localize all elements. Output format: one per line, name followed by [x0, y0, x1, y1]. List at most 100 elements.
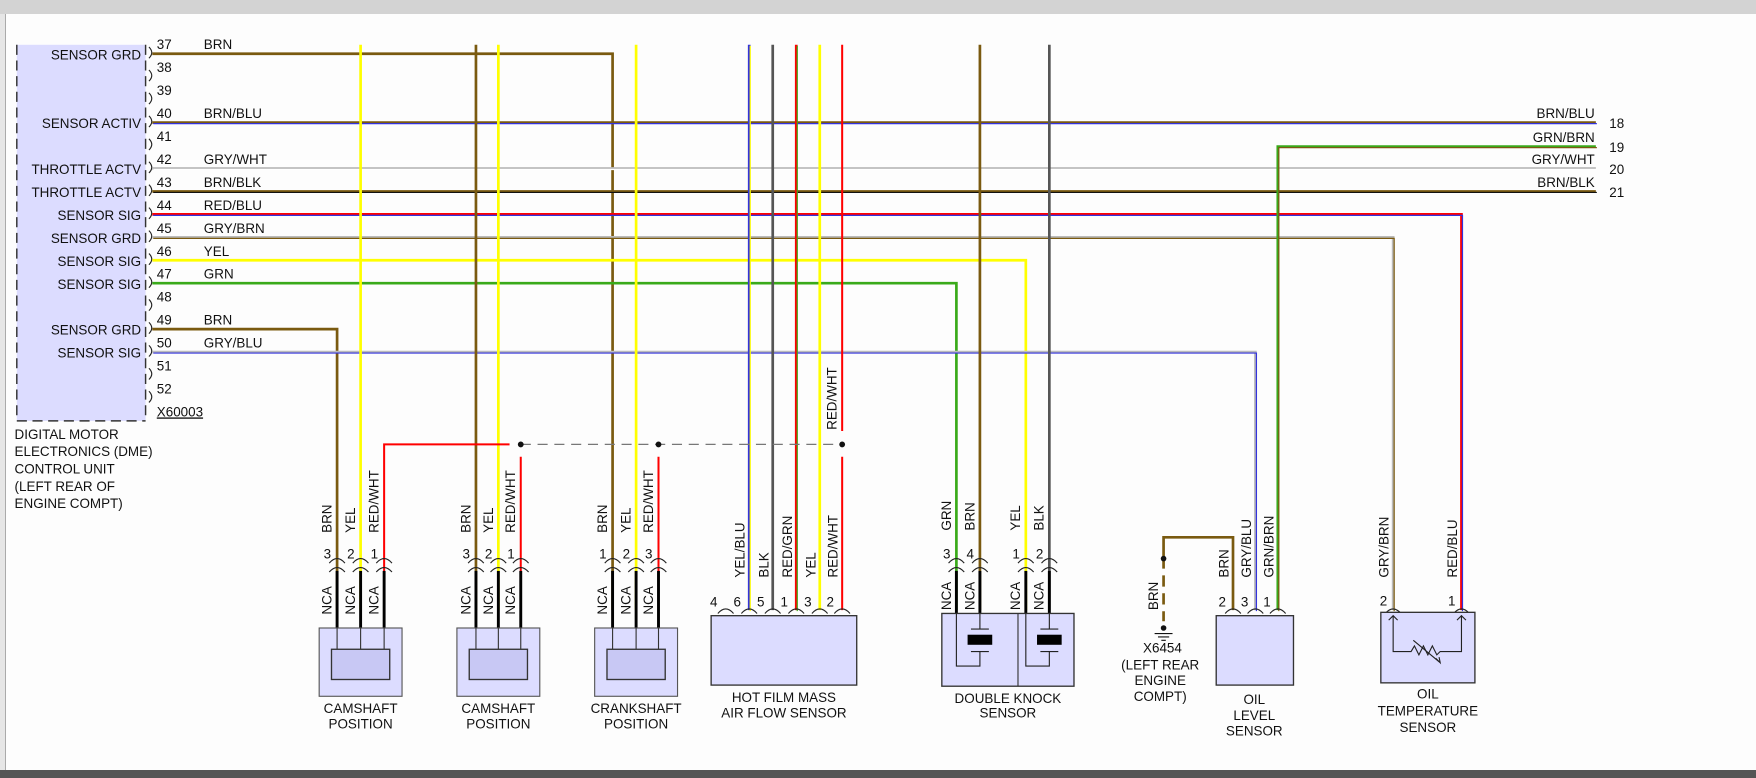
- pin-terminal-icon: [148, 321, 153, 334]
- connector-terminal-icon: [1017, 566, 1035, 573]
- wire-pin49-brn[interactable]: [152, 327, 339, 611]
- dme-pin-wire-color: GRY/WHT: [204, 152, 267, 167]
- connector-terminal-icon: [1041, 558, 1058, 564]
- pin-wire-label: BLK: [756, 552, 771, 577]
- pin-number: 4: [966, 547, 974, 562]
- offpage-wire-label: GRY/WHT: [1532, 152, 1595, 167]
- pin-wire-label: RED/WHT: [503, 470, 518, 533]
- pin-number: 5: [757, 595, 764, 610]
- connector-terminal-icon: [1269, 608, 1287, 614]
- connector-terminal-icon: [1017, 558, 1035, 564]
- connector-terminal-icon: [328, 558, 346, 564]
- wire-pin46-yel[interactable]: [152, 258, 1028, 611]
- pin-number: 1: [371, 547, 378, 562]
- pin-number: 2: [1380, 594, 1387, 609]
- dme-pin-number: 49: [157, 313, 172, 328]
- offpage-wire-label: BRN/BLK: [1537, 175, 1594, 190]
- wire-ground-brn[interactable]: [1162, 535, 1235, 611]
- connector-terminal-icon: [490, 566, 507, 573]
- dme-pin-number: 43: [157, 175, 172, 190]
- wire-pin47-grn[interactable]: [152, 281, 958, 611]
- dme-pin-number: 44: [157, 198, 172, 213]
- connector-terminal-icon: [604, 566, 621, 573]
- dme-pin-number: 38: [157, 60, 172, 75]
- wire-cam1-red-wht[interactable]: [383, 443, 510, 611]
- pin-nca-label: NCA: [1032, 582, 1047, 610]
- offpage-wire-label: BRN/BLU: [1537, 106, 1595, 121]
- pin-wire-label: YEL: [481, 507, 496, 533]
- pin-nca-label: NCA: [939, 582, 954, 610]
- pin-nca-label: NCA: [481, 586, 496, 614]
- wire-pin37-brn[interactable]: [152, 52, 614, 611]
- pin-wire-label: BRN: [458, 505, 473, 533]
- pin-nca-label: NCA: [962, 582, 977, 610]
- wire-grn-brn-19[interactable]: [1276, 145, 1597, 612]
- dme-pin-number: 42: [157, 152, 172, 167]
- pin-nca-label: NCA: [343, 586, 358, 614]
- pin-terminal-icon: [148, 46, 153, 59]
- pin-number: 3: [463, 547, 470, 562]
- wire-pin40-brn-blu[interactable]: [152, 121, 1597, 125]
- pin-wire-label: RED/GRN: [780, 516, 795, 578]
- ground-location: ENGINE: [1134, 673, 1186, 688]
- connector-terminal-icon: [787, 608, 805, 614]
- component-name: DOUBLE KNOCK: [955, 691, 1062, 706]
- ground-location: COMPT): [1134, 689, 1187, 704]
- pin-number: 3: [943, 547, 950, 562]
- dme-pin-wire-color: GRN: [204, 267, 234, 282]
- pin-wire-label: RED/WHT: [826, 515, 841, 578]
- pin-number: 3: [645, 547, 652, 562]
- wire-pin45-gry-brn[interactable]: [152, 235, 1395, 612]
- pin-wire-label: RED/WHT: [641, 470, 656, 533]
- dme-name-line: ELECTRONICS (DME): [15, 444, 153, 459]
- pin-wire-label: RED/BLU: [1445, 519, 1460, 577]
- pin-terminal-icon: [148, 390, 153, 403]
- pin-number: 6: [734, 595, 741, 610]
- pin-terminal-icon: [148, 138, 153, 151]
- dme-connector-id: X60003: [157, 404, 203, 419]
- pin-terminal-icon: [148, 230, 153, 243]
- connector-terminal-icon: [512, 558, 530, 564]
- pin-number: 1: [1263, 595, 1270, 610]
- pin-number: 2: [826, 595, 833, 610]
- piezo-element-icon: [955, 613, 993, 667]
- pin-wire-label: BRN: [962, 502, 977, 530]
- connector-terminal-icon: [833, 608, 851, 614]
- viewer-left-edge: [0, 14, 6, 772]
- pin-terminal-icon: [148, 161, 153, 174]
- connector-terminal-icon: [764, 608, 781, 614]
- ground-wire-label: BRN: [1146, 582, 1161, 610]
- ground-id: X6454: [1143, 641, 1182, 656]
- connector-terminal-icon: [971, 566, 989, 573]
- dme-pin-number: 46: [157, 244, 172, 259]
- pin-wire-label: GRN: [939, 501, 954, 531]
- dme-pin-wire-color: BRN/BLK: [204, 175, 261, 190]
- wire-pin42-gry-wht[interactable]: [152, 167, 1597, 171]
- wire-pin44-red-blu[interactable]: [152, 213, 1464, 612]
- component-name: TEMPERATURE: [1378, 703, 1478, 718]
- dme-pin-number: 48: [157, 290, 172, 305]
- wire-maf-red-grn[interactable]: [794, 44, 798, 612]
- pin-wire-label: YEL: [619, 507, 634, 533]
- pin-number: 2: [485, 547, 492, 562]
- pin-terminal-icon: [148, 69, 153, 82]
- thermistor-icon: [1388, 614, 1467, 665]
- dme-pin-wire-color: RED/BLU: [204, 198, 262, 213]
- connector-terminal-icon: [375, 558, 393, 564]
- connector-terminal-icon: [1247, 608, 1264, 614]
- wire-pin43-brn-blk[interactable]: [152, 190, 1597, 194]
- dme-pin-function: THROTTLE ACTV: [31, 185, 141, 200]
- wire-pin50-gry-blu[interactable]: [152, 350, 1258, 612]
- wire-maf-yel-blu[interactable]: [747, 44, 751, 612]
- component-name: HOT FILM MASS: [732, 690, 836, 705]
